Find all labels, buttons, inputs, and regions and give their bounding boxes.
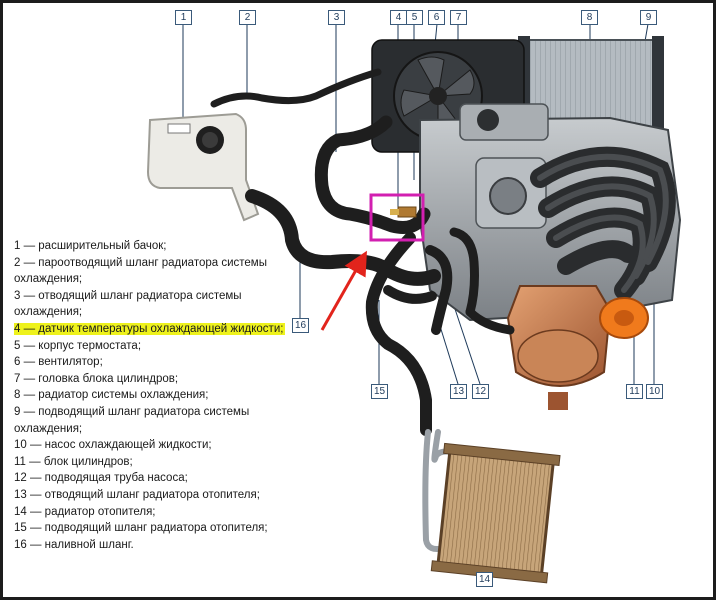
callout-8: 8 [581, 10, 598, 25]
expansion-tank [146, 112, 260, 222]
legend-line: 2 — пароотводящий шланг радиатора систем… [14, 256, 267, 269]
callout-1: 1 [175, 10, 192, 25]
hoses [210, 68, 515, 436]
coolant-pump [599, 297, 649, 339]
callout-11: 11 [626, 384, 643, 399]
callout-4: 4 [390, 10, 407, 25]
legend-line: 9 — подводящий шланг радиатора системы [14, 405, 250, 418]
callout-10: 10 [646, 384, 663, 399]
legend-line: 5 — корпус термостата; [14, 339, 142, 352]
legend-line: 6 — вентилятор; [14, 356, 103, 369]
callout-9: 9 [640, 10, 657, 25]
legend-line: 14 — радиатор отопителя; [14, 505, 156, 518]
callout-6: 6 [428, 10, 445, 25]
callout-15: 15 [371, 384, 388, 399]
sensor-highlight-frame [369, 193, 425, 242]
legend-line: 3 — отводящий шланг радиатора системы [14, 289, 242, 302]
legend-line: 16 — наливной шланг. [14, 538, 134, 551]
callout-13: 13 [450, 384, 467, 399]
callout-3: 3 [328, 10, 345, 25]
callout-7: 7 [450, 10, 467, 25]
coolant-temperature-sensor [390, 206, 417, 218]
engine-block [419, 103, 682, 322]
callout-5: 5 [406, 10, 423, 25]
legend-line: 13 — отводящий шланг радиатора отопителя… [14, 488, 260, 501]
legend-line: 12 — подводящая труба насоса; [14, 472, 188, 485]
legend-line: 15 — подводящий шланг радиатора отопител… [14, 522, 268, 535]
callout-16: 16 [292, 318, 309, 333]
legend-line: 8 — радиатор системы охлаждения; [14, 389, 209, 402]
intake-manifold [530, 146, 676, 300]
legend-line: охлаждения; [14, 273, 83, 286]
legend-line: охлаждения; [14, 306, 83, 319]
legend-line: 1 — расширительный бачок; [14, 240, 167, 252]
legend-line-highlighted: 4 — датчик температуры охлаждающей жидко… [14, 322, 286, 335]
heater-radiator [430, 442, 561, 584]
callout-2: 2 [239, 10, 256, 25]
legend-line: охлаждения; [14, 422, 83, 435]
legend-line: 7 — головка блока цилиндров; [14, 372, 179, 385]
legend: 1 — расширительный бачок; 2 — пароотводя… [14, 238, 334, 553]
callout-12: 12 [472, 384, 489, 399]
catalytic-converter [506, 285, 612, 410]
callout-14: 14 [476, 572, 493, 587]
legend-line: 11 — блок цилиндров; [14, 455, 133, 468]
pointer-arrow [320, 250, 367, 331]
legend-line: 10 — насос охлаждающей жидкости; [14, 439, 212, 452]
